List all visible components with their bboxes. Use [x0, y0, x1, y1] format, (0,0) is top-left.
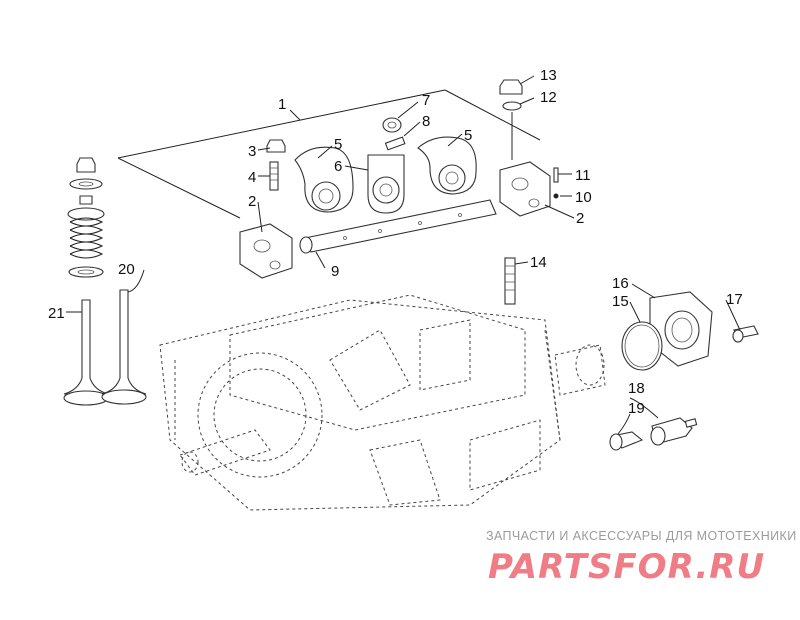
fasteners-left [266, 139, 286, 191]
callout-5-right: 5 [464, 127, 472, 144]
watermark: ЗАПЧАСТИ И АКСЕССУАРЫ ДЛЯ МОТОТЕХНИКИ PA… [486, 529, 797, 587]
callouts: 1 2 2 3 4 5 5 6 7 8 9 10 11 12 13 14 15 … [48, 67, 743, 417]
parts-10-13 [499, 79, 559, 199]
callout-13: 13 [540, 67, 557, 84]
callout-1: 1 [278, 96, 286, 113]
sensor-18 [650, 417, 698, 446]
rocker-support-2-right [499, 161, 551, 217]
watermark-tagline: ЗАПЧАСТИ И АКСЕССУАРЫ ДЛЯ МОТОТЕХНИКИ [486, 529, 797, 543]
bolt-17 [732, 325, 759, 343]
callout-12: 12 [540, 89, 557, 106]
callout-3: 3 [248, 143, 256, 160]
callout-2-left: 2 [248, 193, 256, 210]
callout-7: 7 [422, 92, 430, 109]
callout-16: 16 [612, 275, 629, 292]
leader-lines [66, 75, 741, 435]
callout-6: 6 [334, 158, 342, 175]
cylinder-head [159, 294, 606, 511]
callout-19: 19 [628, 400, 645, 417]
callout-9: 9 [331, 263, 339, 280]
callout-4: 4 [248, 169, 256, 186]
callout-18: 18 [628, 380, 645, 397]
fasteners-top [382, 117, 406, 151]
callout-2-right: 2 [576, 210, 584, 227]
rocker-shaft-9 [299, 199, 497, 254]
valve-20 [101, 289, 147, 405]
callout-14: 14 [530, 254, 547, 271]
callout-10: 10 [575, 189, 592, 206]
rocker-arm-5-right [417, 136, 477, 195]
callout-11: 11 [575, 167, 591, 184]
callout-21: 21 [48, 305, 65, 322]
watermark-logo: PARTSFOR.RU [488, 547, 765, 587]
valve-spring-stack [67, 157, 105, 278]
cover-16 [649, 291, 713, 367]
callout-8: 8 [422, 113, 430, 130]
sensor-19 [609, 431, 644, 451]
callout-17: 17 [726, 291, 743, 308]
rocker-arm-6 [367, 154, 405, 214]
o-ring-15 [621, 321, 663, 371]
callout-5-left: 5 [334, 136, 342, 153]
callout-20: 20 [118, 261, 135, 278]
rocker-arm-5-left [294, 146, 354, 213]
assembly-bracket [117, 89, 541, 219]
rocker-support-2-left [239, 223, 293, 279]
valve-21 [63, 299, 109, 406]
stud-14 [504, 257, 516, 305]
callout-15: 15 [612, 293, 629, 310]
